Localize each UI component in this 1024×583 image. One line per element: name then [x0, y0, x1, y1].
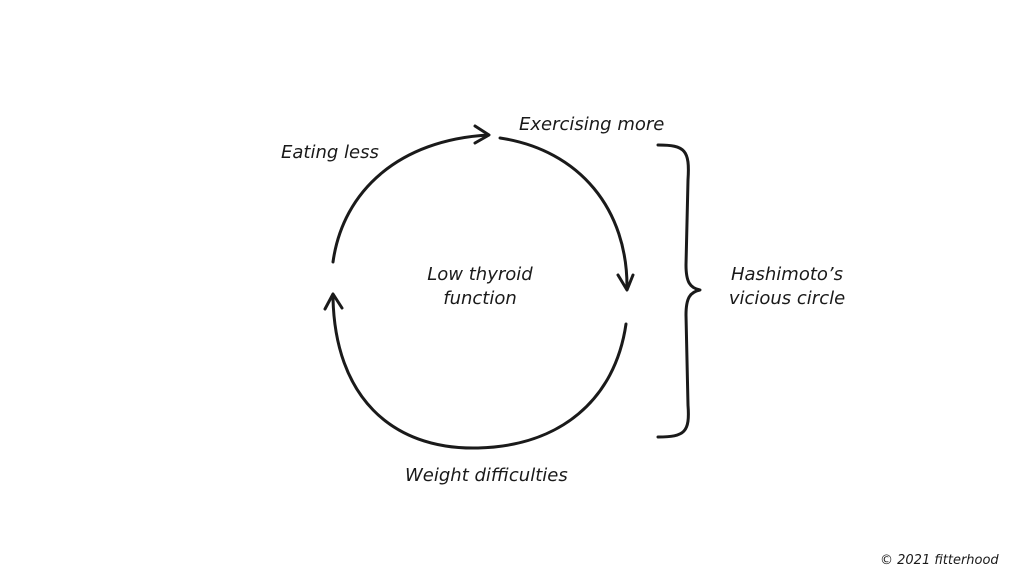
arrowhead-left-icon [323, 292, 344, 311]
node-weight-difficulties: Weight difficulties [405, 465, 568, 486]
arc-eating-to-exercising [331, 133, 490, 264]
brace-label: Hashimoto’s vicious circle [722, 263, 852, 311]
arc-bottom [331, 296, 628, 450]
node-exercising-more: Exercising more [519, 114, 665, 135]
arc-exercising-to-right [498, 136, 629, 291]
arrowhead-top-icon [473, 124, 491, 145]
curly-brace-icon [656, 143, 702, 439]
node-eating-less: Eating less [281, 142, 379, 163]
center-label: Low thyroid function [410, 263, 550, 311]
center-label-line2: function [443, 288, 517, 309]
brace-label-line1: Hashimoto’s [730, 264, 844, 285]
brace-label-line2: vicious circle [728, 288, 846, 309]
center-label-line1: Low thyroid [427, 264, 533, 285]
copyright-notice: © 2021 fitterhood [880, 553, 999, 568]
arrowhead-right-icon [616, 273, 635, 292]
